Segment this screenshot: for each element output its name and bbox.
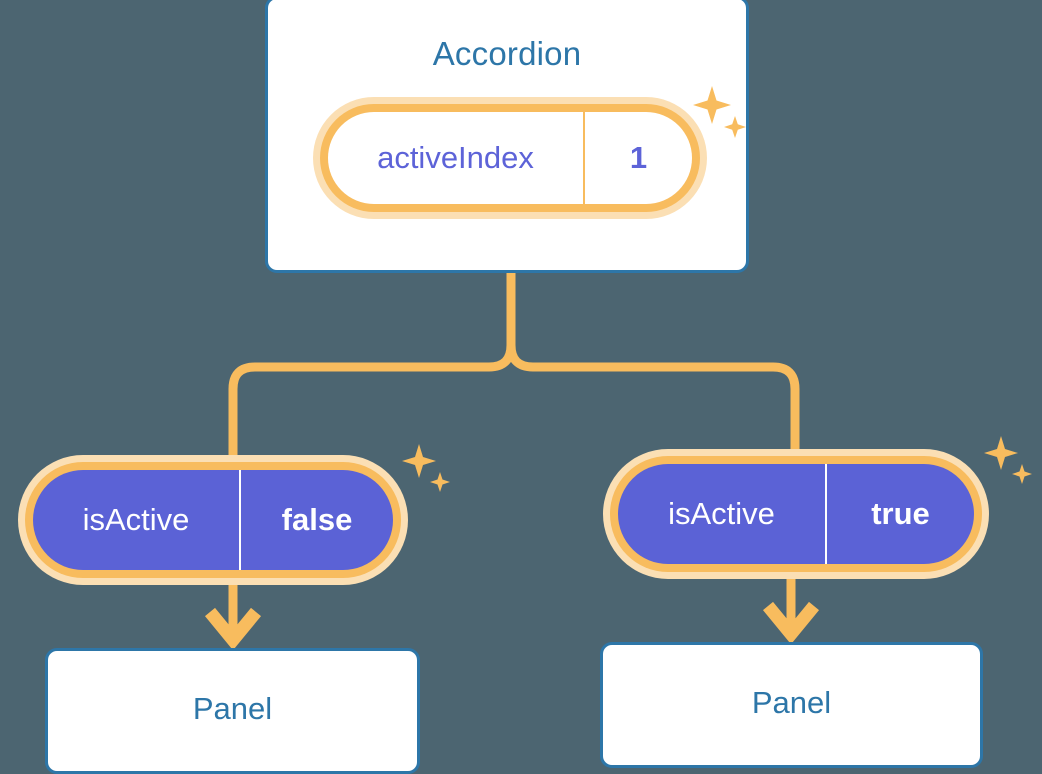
arrow-down-icon-left: [204, 607, 262, 651]
connector-to-left-pill: [228, 267, 516, 465]
panel-label: Panel: [192, 691, 273, 726]
pill-ring: activeIndex 1: [320, 104, 700, 212]
state-key-label: isActive: [668, 496, 775, 531]
state-value-label: false: [239, 470, 393, 570]
page-title: Accordion: [432, 35, 582, 72]
arrow-down-icon-right: [762, 601, 820, 645]
sparkle-icon: [984, 436, 1032, 484]
state-value-label: 1: [583, 112, 692, 204]
pill-body: isActive false: [33, 470, 393, 570]
state-key-label: activeIndex: [377, 140, 534, 175]
state-key-label: isActive: [82, 502, 190, 537]
component-card-panel-right[interactable]: Panel: [600, 642, 983, 768]
state-pill-activeindex[interactable]: activeIndex 1: [313, 97, 707, 219]
state-value-label: true: [825, 464, 974, 564]
panel-label: Panel: [751, 685, 832, 720]
component-card-panel-left[interactable]: Panel: [45, 648, 420, 774]
sparkle-icon: [402, 444, 450, 492]
pill-ring: isActive true: [610, 456, 982, 572]
state-pill-isactive-right[interactable]: isActive true: [603, 449, 989, 579]
state-pill-isactive-left[interactable]: isActive false: [18, 455, 408, 585]
pill-body: activeIndex 1: [328, 112, 692, 204]
pill-ring: isActive false: [25, 462, 401, 578]
pill-body: isActive true: [618, 464, 974, 564]
connector-to-right-pill: [506, 267, 800, 460]
component-card-accordion[interactable]: Accordion activeIndex 1: [265, 0, 749, 273]
